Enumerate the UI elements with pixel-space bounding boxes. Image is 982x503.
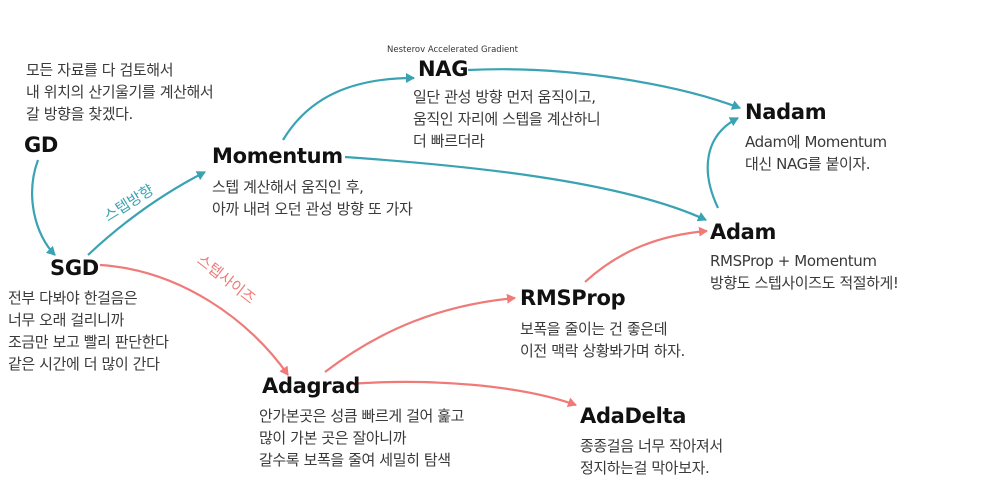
edge-adagrad-adadelta: [347, 380, 577, 408]
node-nadam: Nadam: [745, 100, 827, 124]
nag-desc-line: 더 빠르더라: [413, 132, 485, 150]
node-rmsprop: RMSProp: [520, 286, 626, 310]
node-momentum: Momentum: [212, 144, 343, 168]
adagrad-desc-line: 많이 가본 곳은 잘아니까: [259, 429, 407, 447]
rmsprop-desc-line: 보폭을 줄이는 건 좋은데: [520, 320, 668, 338]
adagrad-desc-line: 안가본곳은 성큼 빠르게 걸어 훑고: [259, 407, 465, 425]
nag-desc-line: 움직인 자리에 스텝을 계산하니: [413, 110, 601, 128]
sgd-desc-line: 전부 다봐야 한걸음은: [8, 289, 138, 307]
edge-sgd-momentum: [87, 171, 206, 256]
adam-desc-line: RMSProp + Momentum: [710, 252, 877, 270]
gd-desc-line: 갈 방향을 찾겠다.: [26, 105, 133, 123]
rmsprop-desc-line: 이전 맥락 상황봐가며 하자.: [520, 342, 685, 360]
nag-desc-line: 일단 관성 방향 먼저 움직이고,: [413, 88, 596, 106]
adam-description: RMSProp + Momentum 방향도 스텝사이즈도 적절하게!: [710, 250, 899, 294]
momentum-desc-line: 스텝 계산해서 움직인 후,: [212, 178, 364, 196]
edge-sgd-adagrad: [99, 263, 289, 376]
adadelta-desc-line: 정지하는걸 막아보자.: [580, 459, 710, 477]
edge-nag-nadam: [467, 68, 741, 110]
node-nag: NAG: [418, 57, 469, 81]
momentum-description: 스텝 계산해서 움직인 후, 아까 내려 오던 관성 방향 또 가자: [212, 176, 413, 220]
adadelta-description: 종종걸음 너무 작아져서 정지하는걸 막아보자.: [580, 435, 723, 479]
node-adam: Adam: [710, 220, 777, 244]
sgd-desc-line: 너무 오래 걸리니까: [8, 311, 124, 329]
edge-adam-nadam: [706, 117, 739, 209]
rmsprop-description: 보폭을 줄이는 건 좋은데 이전 맥락 상황봐가며 하자.: [520, 318, 685, 362]
edge-rmsprop-adam: [584, 226, 708, 283]
nag-fullname: Nesterov Accelerated Gradient: [387, 45, 519, 55]
gd-description: 모든 자료를 다 검토해서 내 위치의 산기울기를 계산해서 갈 방향을 찾겠다…: [26, 59, 214, 125]
adagrad-desc-line: 갈수록 보폭을 줄여 세밀히 탐색: [259, 451, 451, 469]
nadam-desc-line: Adam에 Momentum: [745, 133, 887, 151]
adadelta-desc-line: 종종걸음 너무 작아져서: [580, 437, 723, 455]
edge-adagrad-rmsprop: [324, 293, 516, 373]
nadam-description: Adam에 Momentum 대신 NAG를 붙이자.: [745, 131, 887, 175]
adam-desc-line: 방향도 스텝사이즈도 적절하게!: [710, 274, 899, 292]
gd-desc-line: 모든 자료를 다 검토해서: [26, 61, 174, 79]
gd-desc-line: 내 위치의 산기울기를 계산해서: [26, 83, 214, 101]
adagrad-description: 안가본곳은 성큼 빠르게 걸어 훑고 많이 가본 곳은 잘아니까 갈수록 보폭을…: [259, 405, 464, 471]
edge-label-step-size: 스텝사이즈: [194, 251, 260, 308]
sgd-desc-line: 같은 시간에 더 많이 간다: [8, 355, 160, 373]
node-adadelta: AdaDelta: [580, 404, 687, 428]
nadam-desc-line: 대신 NAG를 붙이자.: [745, 155, 871, 173]
node-adagrad: Adagrad: [262, 374, 360, 398]
momentum-desc-line: 아까 내려 오던 관성 방향 또 가자: [212, 200, 413, 218]
edge-momentum-nag: [282, 73, 415, 141]
node-sgd: SGD: [50, 256, 99, 280]
sgd-description: 전부 다봐야 한걸음은 너무 오래 걸리니까 조금만 보고 빨리 판단한다 같은…: [8, 287, 169, 375]
nag-description: 일단 관성 방향 먼저 움직이고, 움직인 자리에 스텝을 계산하니 더 빠르더…: [413, 86, 601, 152]
edge-gd-sgd: [31, 159, 56, 256]
sgd-desc-line: 조금만 보고 빨리 판단한다: [8, 333, 169, 351]
node-gd: GD: [24, 133, 59, 157]
edge-label-step-direction: 스텝방향: [101, 181, 158, 226]
edge-momentum-adam: [344, 155, 707, 222]
